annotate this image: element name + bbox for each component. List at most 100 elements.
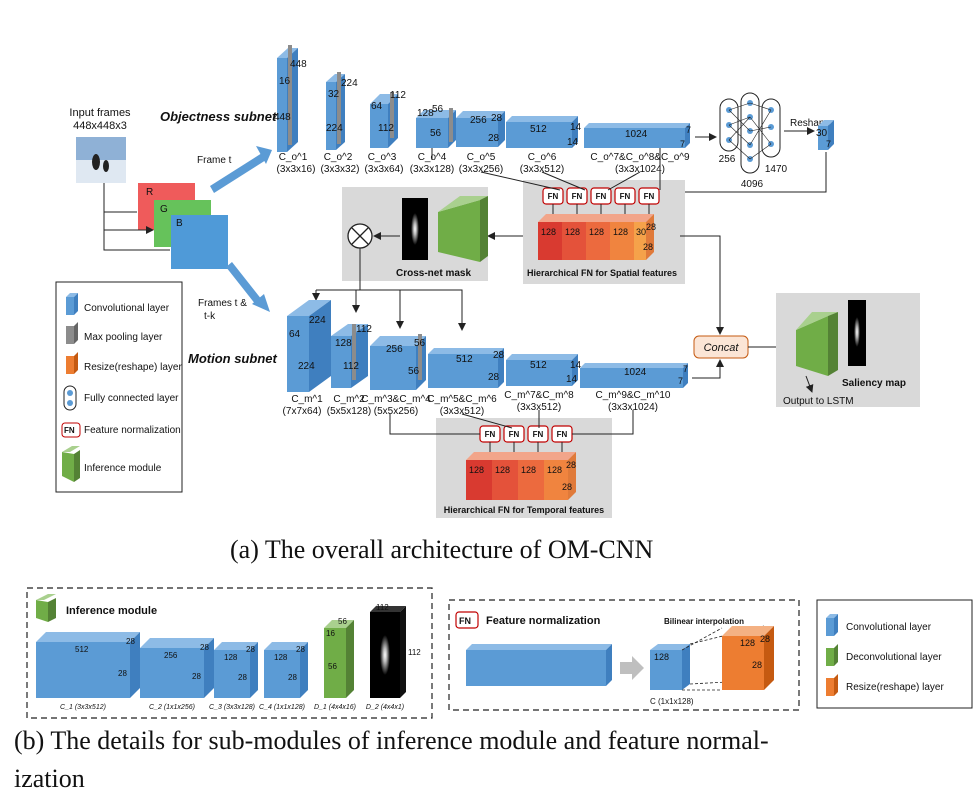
- inference-layer-front: [214, 650, 250, 698]
- objectness-title: Objectness subnet: [160, 109, 277, 124]
- fn-panel-icon-text: FN: [459, 616, 471, 626]
- inference-layer-side: [130, 632, 140, 698]
- cm7-height: 14: [566, 374, 578, 385]
- reshape-30: 30: [816, 128, 828, 139]
- reshape-output: 30 7: [816, 120, 834, 150]
- temporal-fn-box-label: FN: [509, 430, 520, 439]
- channel-b-label: B: [176, 218, 183, 229]
- temporal-cube-3: 128: [521, 465, 536, 475]
- cm3-height: 56: [408, 366, 420, 377]
- fc-1470: 1470: [765, 164, 788, 175]
- spatial-cube-5: 30: [636, 227, 646, 237]
- frames-tk-label-2: t-k: [204, 311, 216, 322]
- legend2-deconv-label: Deconvolutional layer: [846, 652, 942, 663]
- temporal-fn-box-label: FN: [485, 430, 496, 439]
- co7-width: 1024: [625, 129, 648, 140]
- spatial-side-1: 28: [646, 222, 656, 232]
- legend-resize-label: Resize(reshape) layer: [84, 362, 182, 373]
- inference-dim: 112: [408, 648, 421, 657]
- motion-layer-1: 224 64 224: [287, 300, 331, 392]
- cm7-width: 512: [530, 360, 547, 371]
- inference-dim: 28: [192, 672, 201, 681]
- fc-256: 256: [719, 154, 736, 165]
- inference-layer-name: C_2 (1x1x256): [149, 704, 195, 711]
- co2-height: 224: [326, 123, 343, 134]
- fn-panel-icon: [455, 611, 479, 629]
- legend-fc-icon: [63, 385, 77, 411]
- legend-inference-icon: [62, 446, 80, 452]
- inference-dim: 128: [224, 653, 238, 662]
- spatial-fn-box-label: FN: [596, 192, 607, 201]
- spatial-fn-box-label: FN: [572, 192, 583, 201]
- reshape-label: Reshape: [790, 118, 830, 129]
- inference-layer-name: C_4 (1x1x128): [259, 704, 305, 711]
- legend2-box: [816, 599, 973, 709]
- co4-width: 128: [417, 108, 434, 119]
- motion-layer-5: 512 14 14: [506, 354, 582, 386]
- motion-layer-3: 256 56 56: [370, 334, 426, 390]
- inference-layer-side: [204, 638, 214, 698]
- legend-inference-label: Inference module: [84, 463, 162, 474]
- spatial-side-2: 28: [643, 242, 653, 252]
- co3-kernel: (3x3x64): [365, 164, 404, 175]
- cm2-width: 128: [335, 338, 352, 349]
- objectness-layer-6: 512 14 14: [506, 116, 582, 148]
- cm5-height: 28: [488, 372, 500, 383]
- cm9-name: C_m^9&C_m^10: [596, 390, 671, 401]
- cm1-top: 224: [309, 315, 326, 326]
- spatial-cube-2: 128: [565, 227, 580, 237]
- legend-pool-icon: [66, 326, 74, 344]
- co2-kernel: (3x3x32): [321, 164, 360, 175]
- fn-panel-output: 128 28 28: [722, 626, 774, 690]
- legend-pool-label: Max pooling layer: [84, 332, 163, 343]
- cm1-kernel: (7x7x64): [283, 406, 322, 417]
- fn-panel-conv: 128: [650, 644, 690, 690]
- inference-layer-front: [264, 650, 300, 698]
- inference-dim: 28: [238, 673, 247, 682]
- legend-items: Convolutional layer Max pooling layer Re…: [61, 293, 182, 482]
- co1-kernel: (3x3x16): [277, 164, 316, 175]
- legend-fc-label: Fully connected layer: [84, 393, 179, 404]
- fn-panel-arrow: [620, 656, 644, 680]
- cm3-name: C_m^3&C_m^4: [361, 394, 431, 405]
- inference-panel-title: Inference module: [66, 605, 157, 617]
- cm9-height: 7: [678, 376, 683, 386]
- inference-dim: 28: [118, 669, 127, 678]
- inference-layer-name: C_1 (3x3x512): [60, 704, 106, 711]
- motion-layer-4: 512 28 28: [428, 348, 505, 388]
- objectness-layer-5: 256 28 28: [456, 111, 505, 147]
- co6-height: 14: [567, 137, 579, 148]
- fn-out-dim-2: 28: [760, 634, 770, 644]
- inference-dim: 28: [200, 643, 209, 652]
- frames-tk-arrow: [226, 262, 262, 305]
- co4-height: 56: [430, 128, 442, 139]
- output-lstm-label: Output to LSTM: [783, 396, 854, 407]
- co2-name: C_o^2: [324, 152, 353, 163]
- inference-dim: 112: [376, 603, 389, 612]
- concat-label: Concat: [704, 342, 740, 354]
- motion-layer-2: 112 128 112: [331, 324, 372, 388]
- legend-fn-label: Feature normalization: [84, 425, 181, 436]
- legend-fn-icon: [61, 422, 81, 438]
- caption-b-line2: ization: [14, 764, 85, 793]
- inference-dim: 56: [328, 662, 337, 671]
- temporal-fn-box-label: FN: [533, 430, 544, 439]
- inference-layer-top: [214, 642, 258, 650]
- motion-title: Motion subnet: [188, 351, 277, 366]
- cm1-width: 64: [289, 329, 301, 340]
- co5-kernel: (3x3x256): [459, 164, 503, 175]
- spatial-fn-box-label: FN: [644, 192, 655, 201]
- co7-height: 7: [680, 139, 685, 149]
- temporal-side-1: 28: [566, 460, 576, 470]
- caption-a: (a) The overall architecture of OM-CNN: [230, 535, 654, 564]
- temporal-fn-title: Hierarchical FN for Temporal features: [444, 505, 604, 515]
- co5-width: 256: [470, 115, 487, 126]
- cm5-width: 512: [456, 354, 473, 365]
- inference-dim: 28: [246, 645, 255, 654]
- inference-layer-top: [324, 620, 354, 628]
- fn-out-dim-1: 128: [740, 638, 755, 648]
- co7-kernel: (3x3x1024): [615, 164, 665, 175]
- cross-net-title: Cross-net mask: [396, 268, 471, 279]
- fc-layers: [719, 92, 781, 174]
